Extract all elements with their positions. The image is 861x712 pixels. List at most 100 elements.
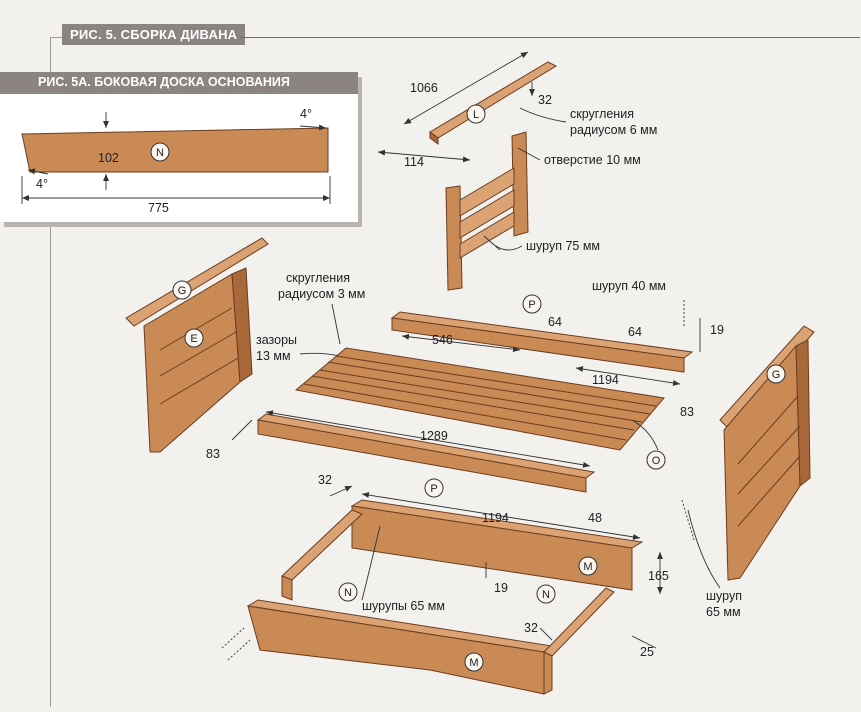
- base-frame-group: 32 1194 19 165 32 25 N N M M шурупы 65 м…: [221, 473, 669, 695]
- right-armrest-joint-3: [737, 455, 801, 527]
- rounding6-leader: [519, 107, 567, 123]
- part-marker-o: [646, 450, 666, 470]
- dim-1289-label: 1289: [420, 429, 448, 443]
- screw75-leader: [495, 245, 523, 251]
- dim-32-label: 32: [538, 93, 552, 107]
- inset-angle-bottom-dim: [27, 168, 49, 175]
- figure-frame-top: [50, 37, 64, 38]
- rounding3-label-1: скругления: [286, 271, 350, 285]
- part-marker-n-left: [338, 582, 358, 602]
- screw65-label-2: 65 мм: [706, 605, 741, 619]
- left-armrest-joint-3: [159, 357, 239, 405]
- left-armrest-post: [231, 267, 253, 383]
- title-rule: [240, 37, 860, 38]
- part-g-right-label: G: [772, 369, 781, 381]
- figure-frame-left: [50, 37, 51, 707]
- seat-slat-line-4: [327, 361, 651, 415]
- base-front-board-face: [247, 605, 545, 695]
- left-armrest-panel: [143, 273, 241, 453]
- backrest-post-left: [445, 185, 463, 291]
- part-o-leader: [631, 419, 659, 451]
- dim-1194-frame-line: [361, 492, 641, 540]
- right-armrest-post: [795, 339, 811, 488]
- dim-165-label: 165: [648, 569, 669, 583]
- screw65-right-leader: [687, 509, 721, 589]
- dim-32-bottom-label: 32: [524, 621, 538, 635]
- side-base-board: [21, 127, 329, 173]
- part-n-left-label: N: [344, 587, 352, 599]
- dim-25-label: 25: [640, 645, 654, 659]
- part-g-left-label: G: [178, 285, 187, 297]
- part-marker-l: [466, 104, 486, 124]
- dim-1289-line: [265, 410, 591, 468]
- dim-83-right-label: 83: [680, 405, 694, 419]
- dim-64a-label: 64: [548, 315, 562, 329]
- part-marker-m-back: [578, 556, 598, 576]
- dim-83-left-leader: [231, 419, 253, 441]
- dim-1194-frame-label: 1194: [482, 511, 509, 525]
- gaps-label-1: зазоры: [256, 333, 297, 347]
- inset-board-drawing: 102 775 4° 4° N: [21, 107, 331, 215]
- dim-114-label: 114: [404, 155, 424, 169]
- part-marker-n-right: [536, 584, 556, 604]
- inset-angle-bottom-label: 4°: [36, 177, 48, 191]
- left-armrest-group: G E зазоры 13 мм: [125, 237, 341, 453]
- right-armrest-panel: [723, 344, 801, 581]
- screw65-left-1: [221, 627, 245, 649]
- rounding3-leader: [331, 303, 341, 345]
- part-l-label: L: [473, 109, 479, 121]
- screw75-label: шуруп 75 мм: [526, 239, 600, 253]
- dim-32-bottom-line: [539, 627, 553, 641]
- figure-title: РИС. 5. СБОРКА ДИВАНА: [62, 24, 246, 45]
- dim-1066-line: [403, 51, 529, 125]
- dim-19-frame-label: 19: [494, 581, 508, 595]
- part-m-back-label: M: [583, 561, 592, 573]
- dim-1194-top-label: 1194: [592, 373, 619, 387]
- backrest-slat-1: [459, 167, 515, 217]
- dim-25-line: [631, 635, 657, 649]
- part-p-bottom-label: P: [430, 483, 437, 495]
- rounding3-label-2: радиусом 3 мм: [278, 287, 365, 301]
- rounding6-label-1: скругления: [570, 107, 634, 121]
- hole10-leader: [517, 147, 541, 161]
- screw40-label: шуруп 40 мм: [592, 279, 666, 293]
- inset-title: РИС. 5А. БОКОВАЯ ДОСКА ОСНОВАНИЯ: [38, 75, 290, 89]
- dim-48-label: 48: [588, 511, 602, 525]
- backrest-slat-2: [459, 189, 515, 239]
- dim-64b-label: 64: [628, 325, 642, 339]
- left-armrest-top: [125, 237, 269, 327]
- part-marker-p-top: [522, 294, 542, 314]
- screws65-label: шурупы 65 мм: [362, 599, 445, 613]
- part-marker-g-left: [172, 280, 192, 300]
- back-rail-face: [391, 317, 685, 373]
- inset-width-label: 102: [98, 151, 119, 165]
- right-armrest-joint-2: [737, 425, 801, 495]
- base-left-board-top: [281, 509, 363, 581]
- seat-slat-line-5: [335, 355, 657, 407]
- part-marker-g-right: [766, 364, 786, 384]
- part-n-right-label: N: [542, 589, 550, 601]
- dim-32-top-label: 32: [318, 473, 332, 487]
- part-m-front-label: M: [469, 657, 478, 669]
- dim-546-line: [401, 333, 521, 353]
- back-rail-group: 546 64 64 1194 19 83 P шуруп 40 мм: [390, 279, 724, 419]
- right-armrest-joint-1: [737, 395, 799, 465]
- gaps-leader: [299, 352, 341, 357]
- backrest-group: отверстие 10 мм шуруп 75 мм: [445, 131, 641, 291]
- gaps-label-2: 13 мм: [256, 349, 291, 363]
- hole10-label: отверстие 10 мм: [544, 153, 641, 167]
- part-marker-e: [184, 328, 204, 348]
- part-e-label: E: [190, 333, 197, 345]
- board-l-edge: [429, 131, 439, 145]
- dim-114-line: [377, 149, 471, 163]
- screw65-right: [681, 499, 695, 541]
- dim-1194-top-line: [575, 366, 681, 386]
- left-armrest-joint-2: [159, 331, 237, 377]
- dim-32-top-arrow: [329, 485, 353, 497]
- part-o-label: O: [652, 455, 661, 467]
- part-marker-m-front: [464, 652, 484, 672]
- screw65-label-1: шуруп: [706, 589, 742, 603]
- screws65-leader: [361, 525, 381, 601]
- backrest-slat-3: [459, 211, 515, 259]
